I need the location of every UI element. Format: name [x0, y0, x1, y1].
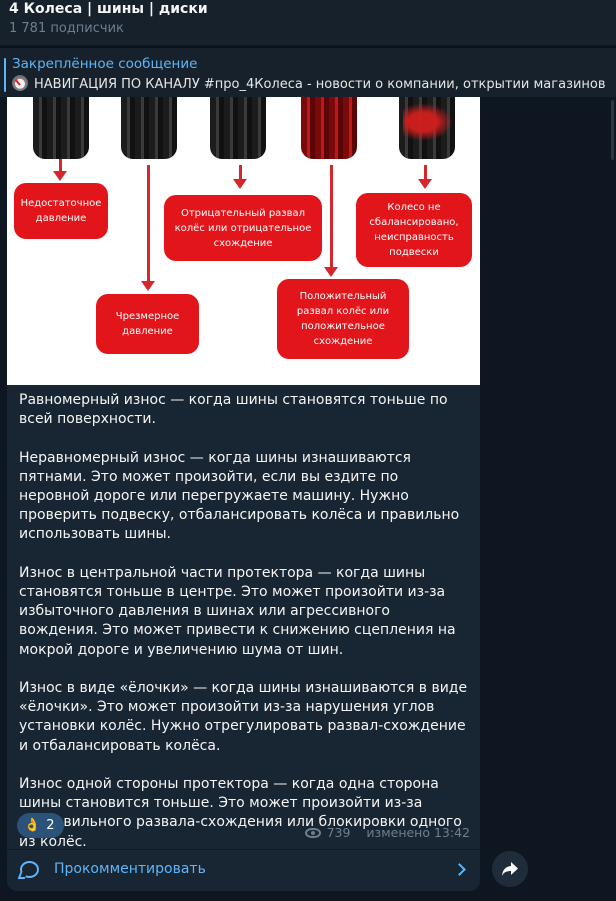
- tire-image: [210, 97, 266, 159]
- message-paragraph: Неравномерный износ — когда шины изнашив…: [19, 449, 460, 543]
- view-count: 739: [326, 825, 351, 840]
- pinned-accent-line: [4, 58, 6, 92]
- label-underinflation: Недостаточное давление: [14, 183, 108, 239]
- arrow-head: [53, 171, 67, 181]
- message-paragraph: Износ в виде «ёлочки» — когда шины изнаш…: [19, 680, 468, 754]
- ok-hand-icon: 👌: [24, 818, 41, 833]
- message-paragraph: Износ в центральной части протектора — к…: [19, 564, 456, 658]
- comment-label: Прокомментировать: [54, 861, 206, 877]
- comment-bubble-icon: [20, 861, 39, 878]
- arrow-line: [330, 165, 333, 269]
- label-unbalanced-wheel: Колесо не сбалансировано, неисправность …: [356, 193, 472, 267]
- label-negative-camber: Отрицательный развал колёс или отрицател…: [164, 195, 322, 261]
- tire-image: [121, 97, 177, 159]
- arrow-head: [233, 179, 247, 189]
- speedometer-icon: [12, 75, 28, 91]
- subscriber-count: 1 781 подписчик: [9, 21, 124, 36]
- label-overinflation: Чрезмерное давление: [96, 294, 199, 354]
- tire-image: [399, 97, 455, 159]
- edited-time: изменено 13:42: [366, 825, 470, 840]
- tire-image: [33, 97, 89, 159]
- message-paragraph: Износ одной стороны протектора — когда о…: [19, 776, 462, 850]
- reaction-count: 2: [46, 818, 55, 833]
- message-bubble: Недостаточное давление Чрезмерное давлен…: [7, 97, 480, 891]
- arrow-line: [147, 165, 150, 283]
- arrow-line: [239, 165, 242, 181]
- channel-title[interactable]: 4 Колеса | шины | диски: [9, 1, 208, 17]
- tire-wear-infographic[interactable]: Недостаточное давление Чрезмерное давлен…: [7, 97, 480, 385]
- arrow-head: [141, 281, 155, 291]
- message-paragraph: Равномерный износ — когда шины становятс…: [19, 392, 448, 428]
- pinned-message-bar[interactable]: Закреплённое сообщение НАВИГАЦИЯ ПО КАНА…: [0, 47, 616, 97]
- label-positive-camber: Положительный развал колёс или положител…: [277, 279, 409, 359]
- reaction-chip[interactable]: 👌 2: [17, 813, 64, 838]
- pinned-label: Закреплённое сообщение: [12, 56, 198, 72]
- pinned-text: НАВИГАЦИЯ ПО КАНАЛУ #про_4Колеса - новос…: [34, 77, 606, 92]
- chat-header[interactable]: 4 Колеса | шины | диски 1 781 подписчик: [0, 0, 616, 45]
- arrow-line: [59, 159, 62, 173]
- message-text: Равномерный износ — когда шины становятс…: [19, 391, 471, 852]
- share-arrow-icon: [502, 862, 518, 876]
- message-meta: 739 изменено 13:42: [304, 825, 470, 840]
- pinned-text-row: НАВИГАЦИЯ ПО КАНАЛУ #про_4Колеса - новос…: [12, 75, 606, 92]
- share-button[interactable]: [492, 851, 528, 887]
- chevron-right-icon: [453, 863, 466, 876]
- arrow-line: [424, 165, 427, 181]
- tire-image: [301, 97, 357, 159]
- eye-icon: [304, 827, 321, 838]
- arrow-head: [324, 267, 338, 277]
- arrow-head: [418, 179, 432, 189]
- comment-button[interactable]: Прокомментировать: [7, 849, 480, 891]
- scrollbar[interactable]: [611, 100, 614, 160]
